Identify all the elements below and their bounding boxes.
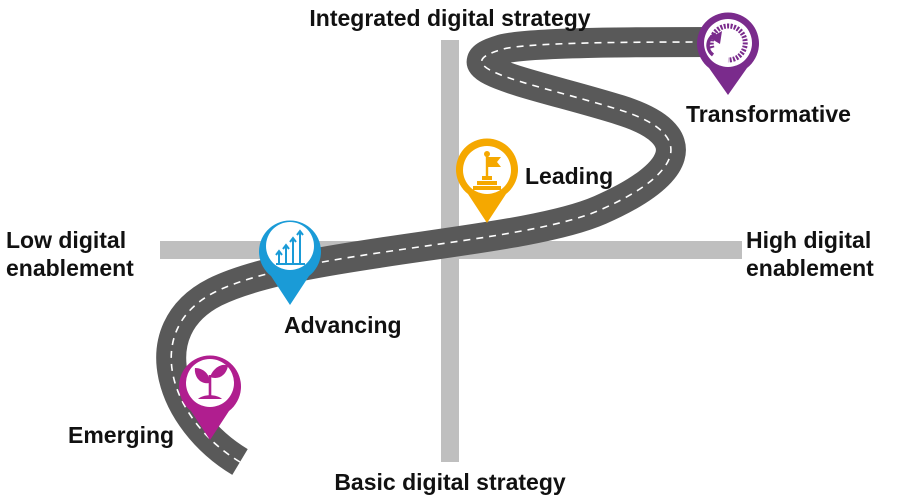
axis-label-left-line2: enablement — [6, 255, 134, 281]
flag-podium-icon — [473, 151, 501, 190]
stage-label-transformative: Transformative — [686, 101, 851, 127]
axis-label-bottom: Basic digital strategy — [334, 469, 566, 495]
road-center-dashes — [170, 41, 721, 463]
axis-label-right-line1: High digital — [746, 227, 871, 253]
road — [156, 27, 721, 475]
pin-advancing — [258, 220, 321, 305]
sprout-icon — [194, 364, 228, 399]
pin-leading — [456, 138, 518, 223]
stage-label-advancing: Advancing — [284, 312, 402, 338]
axis-label-right-line2: enablement — [746, 255, 874, 281]
pin-emerging — [179, 355, 242, 440]
axis-label-top: Integrated digital strategy — [309, 5, 590, 31]
axis-label-left-line1: Low digital — [6, 227, 126, 253]
stage-label-leading: Leading — [525, 163, 613, 189]
circular-arrow-icon — [706, 23, 748, 63]
stage-label-emerging: Emerging — [68, 422, 174, 448]
rising-bars-icon — [275, 229, 305, 265]
pin-transformative — [697, 12, 760, 95]
